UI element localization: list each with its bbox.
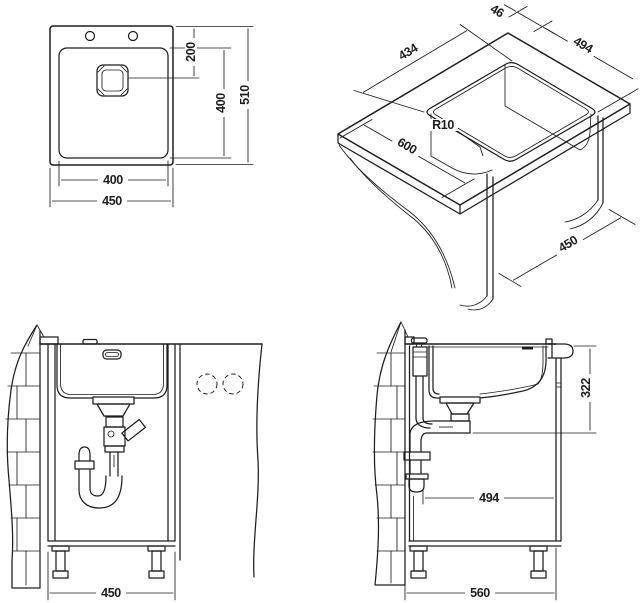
- dim-basin-width: 400: [103, 173, 123, 187]
- drain-square: [96, 64, 129, 97]
- cabinet-foot-left: [51, 545, 70, 579]
- wall-section-side: [372, 321, 409, 586]
- wall-break-edge: [6, 324, 41, 589]
- tap-hole-right: [127, 30, 139, 42]
- dim-basin-depth: 400: [214, 93, 228, 113]
- funnel-side: [445, 402, 475, 415]
- cutout-opening: [426, 62, 596, 162]
- dim-hole-offset: 200: [184, 42, 198, 62]
- front-section-view: 450: [5, 324, 263, 601]
- basin-outline: [58, 47, 169, 159]
- wall-cut-triangle-side: [390, 321, 409, 353]
- fixing-clip: [522, 346, 533, 350]
- bowl-section-side: [428, 345, 547, 399]
- cabinet-foot-right: [147, 545, 166, 579]
- cabinet-front: [47, 343, 176, 579]
- cabinet-foot-front: [529, 545, 548, 579]
- trap-cap: [78, 446, 91, 462]
- sink-outline: [49, 25, 174, 166]
- dim-drain-height: 322: [579, 378, 593, 398]
- dishwasher-inlet: [121, 418, 147, 442]
- wall-cut-triangle: [27, 324, 45, 347]
- counter-front-nose: [547, 343, 574, 359]
- front-dimensions: 450: [47, 551, 176, 601]
- drain-tee: [103, 426, 126, 447]
- basin-exterior-walls: [338, 115, 604, 311]
- tap-hole-left: [84, 30, 96, 42]
- drain-nut: [105, 416, 124, 428]
- tailpipe: [109, 451, 119, 477]
- iso-dimensions: 434 46 494 600 450 R10: [339, 0, 639, 287]
- panel-break-edge: [253, 343, 263, 578]
- cabinet-front-panel: [555, 357, 562, 542]
- dim-cabinet-width-front: 450: [101, 586, 121, 600]
- side-panel: [179, 343, 263, 578]
- hole-marking-left: [196, 373, 218, 395]
- overflow-hole: [102, 349, 122, 360]
- isometric-view: 434 46 494 600 450 R10: [337, 0, 639, 311]
- wall-break-edge-side: [373, 321, 406, 586]
- break-line: [349, 157, 453, 289]
- p-trap-inner: [89, 469, 107, 497]
- counter-section-block: [39, 336, 59, 345]
- cabinet-side: [408, 345, 562, 579]
- cabinet-foot-back: [409, 545, 428, 579]
- drain-funnel: [96, 403, 131, 417]
- overflow-drain-assembly: [403, 337, 481, 493]
- hole-marking-right: [222, 373, 244, 395]
- overflow-tube: [415, 375, 424, 419]
- dim-overall-width: 450: [102, 194, 122, 208]
- dim-internal-depth: 494: [479, 491, 499, 505]
- overflow-hose: [415, 417, 433, 429]
- rim-clamp: [545, 338, 553, 358]
- dim-overall-depth-side: 560: [470, 586, 490, 600]
- horizontal-waste-pipe: [409, 420, 471, 453]
- counter-thickness: [337, 103, 631, 215]
- plan-dimensions: 200 400 510 400 450: [49, 26, 254, 208]
- trap-flange: [74, 460, 95, 470]
- plan-view: 200 400 510 400 450: [49, 25, 254, 208]
- dim-overall-depth: 510: [238, 85, 252, 105]
- dim-corner-radius: R10: [432, 118, 454, 132]
- basin-section: [56, 343, 168, 399]
- trap-cup: [408, 478, 425, 493]
- side-section-view: 322 494 560: [372, 321, 597, 601]
- wall-section: [5, 324, 45, 589]
- overflow-standpipe: [412, 346, 428, 377]
- brick-joints: [5, 352, 41, 552]
- drain-remote-knob: [79, 338, 101, 345]
- side-dimensions: 322 494 560: [404, 345, 597, 601]
- drain-trap-assembly: [74, 396, 147, 509]
- p-trap-outer: [78, 469, 123, 509]
